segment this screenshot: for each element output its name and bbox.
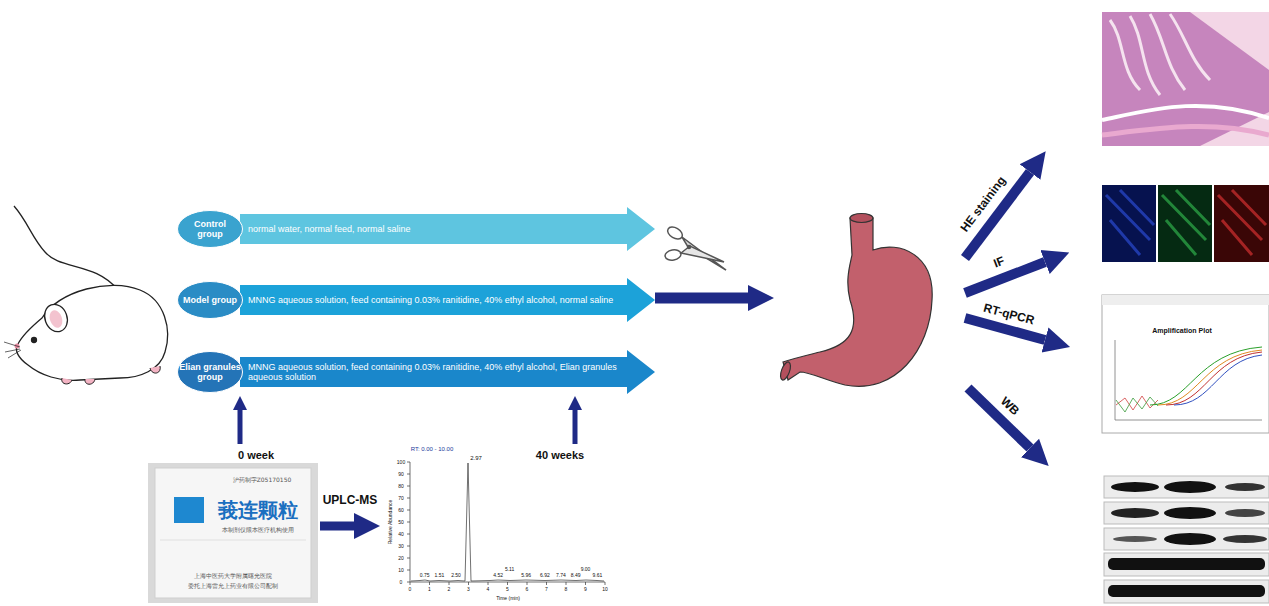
mouse-illustration	[4, 206, 168, 384]
timepoint-label: 40 weeks	[536, 450, 584, 461]
method-label: IF	[992, 254, 1006, 269]
peak-label: 4.52	[493, 573, 503, 578]
method-label: HE staining	[958, 174, 1007, 234]
axis-title: Relative Abundance	[388, 500, 393, 544]
group-name: Elian granules group	[177, 362, 243, 383]
axis-tick: 0	[400, 580, 403, 585]
axis-tick: 90	[398, 472, 404, 477]
treatment-arrow: normal water, normal feed, normal saline	[240, 207, 655, 251]
axis-tick: 1	[428, 587, 431, 592]
peak-label: 2.97	[470, 455, 482, 461]
axis-tick: 7	[545, 587, 548, 592]
axis-tick: 8	[565, 587, 568, 592]
axis-tick: 2	[448, 587, 451, 592]
chart-header: RT: 0.00 - 10.00	[411, 446, 454, 452]
axis-tick: 70	[398, 496, 404, 501]
axis-tick: 20	[398, 556, 404, 561]
peak-label: 6.92	[540, 573, 550, 578]
axis-tick: 10	[602, 587, 608, 592]
chromatogram-chart	[407, 462, 605, 585]
axis-tick: 4	[487, 587, 490, 592]
axis-tick: 9	[584, 587, 587, 592]
package-text: 委托上海雷允上药业有限公司配制	[188, 583, 278, 589]
axis-tick: 3	[467, 587, 470, 592]
method-label: WB	[999, 395, 1022, 418]
axis-title: Time (min)	[496, 596, 520, 601]
method-label: RT-qPCR	[982, 301, 1035, 326]
treatment-text: MNNG aqueous solution, feed containing 0…	[248, 362, 617, 383]
peak-label: 9.00	[581, 567, 591, 572]
axis-tick: 6	[526, 587, 529, 592]
peak-label: 9.61	[593, 573, 603, 578]
peak-label: 1.51	[435, 573, 445, 578]
peak-label: 5.11	[505, 567, 514, 572]
package-photo	[148, 463, 318, 603]
scissors-icon	[664, 225, 726, 270]
flow-arrow	[320, 522, 354, 531]
timepoint-label: 0 week	[238, 450, 274, 461]
plot-title: Amplification Plot	[1152, 327, 1212, 334]
peak-label: 2.50	[451, 573, 461, 578]
peak-label: 7.74	[556, 573, 566, 578]
peak-label: 0.75	[420, 573, 430, 578]
peak-label: 8.49	[571, 573, 581, 578]
axis-tick: 40	[398, 532, 404, 537]
package-text: 沪药制字Z05170150	[233, 477, 292, 483]
amplification-plot-image	[1102, 295, 1269, 433]
method-arrow	[968, 388, 1030, 448]
if-image	[1102, 185, 1269, 262]
group-oval: Model group	[177, 281, 243, 319]
treatment-text: MNNG aqueous solution, feed containing 0…	[248, 295, 613, 305]
method-label: UPLC-MS	[323, 494, 378, 506]
axis-tick: 5	[506, 587, 509, 592]
package-text: 上海中医药大学附属曙光医院	[194, 573, 272, 579]
axis-tick: 50	[398, 520, 404, 525]
timepoint-arrow	[573, 410, 578, 444]
treatment-text: normal water, normal feed, normal saline	[248, 224, 411, 234]
package-title: 莪连颗粒	[218, 500, 298, 520]
method-arrow	[965, 262, 1045, 293]
timepoint-arrow	[238, 410, 243, 444]
stomach-illustration	[778, 214, 932, 387]
group-name: Model group	[183, 295, 237, 305]
group-oval: Elian granules group	[177, 351, 243, 393]
group-name: Control group	[183, 219, 237, 240]
treatment-arrow: MNNG aqueous solution, feed containing 0…	[240, 350, 655, 394]
peak-label: 5.96	[521, 573, 531, 578]
axis-tick: 60	[398, 508, 404, 513]
flow-arrow	[655, 293, 748, 304]
package-text: 本制剂仅限本医疗机构使用	[222, 527, 294, 533]
axis-tick: 0	[409, 587, 412, 592]
axis-tick: 100	[397, 460, 405, 465]
axis-tick: 30	[398, 544, 404, 549]
axis-tick: 10	[398, 568, 404, 573]
western-blot-image	[1104, 476, 1269, 603]
group-oval: Control group	[177, 210, 243, 248]
axis-tick: 80	[398, 484, 404, 489]
treatment-arrow: MNNG aqueous solution, feed containing 0…	[240, 278, 655, 322]
he-stain-image	[1102, 12, 1269, 146]
